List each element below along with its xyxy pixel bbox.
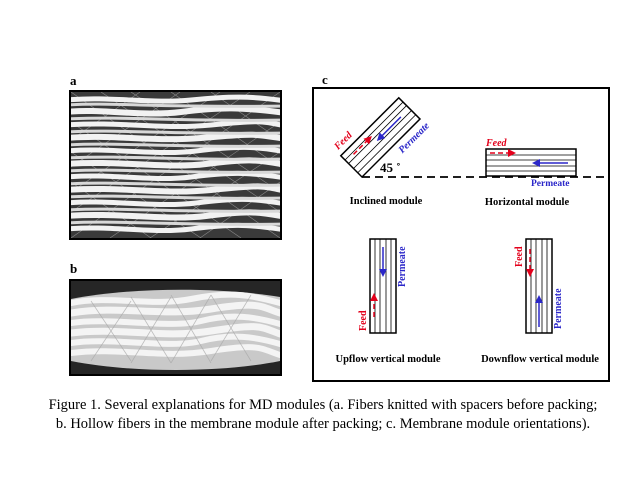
feed-label: Feed <box>358 310 369 331</box>
permeate-label: Permeate <box>397 246 408 287</box>
panel-a-label: a <box>70 73 77 88</box>
panel-a-photo <box>69 90 282 240</box>
panel-c-label: c <box>322 72 328 87</box>
horizontal-module: Feed Permeate <box>485 138 577 189</box>
feed-label: Feed <box>514 246 525 267</box>
downflow-module-title: Downflow vertical module <box>481 354 599 365</box>
packed-fibers-image <box>71 281 280 374</box>
angle-label: 45 ˚ <box>380 160 401 175</box>
downflow-module-body <box>525 238 553 334</box>
upflow-module-title: Upflow vertical module <box>336 354 441 365</box>
module-orientations-diagram: Feed Permeate 45 ˚ Inclined module Feed … <box>332 96 604 365</box>
feed-label: Feed <box>485 138 508 149</box>
caption-line-2: b. Hollow fibers in the membrane module … <box>55 416 591 432</box>
upflow-vertical-module: Feed Permeate <box>358 238 408 334</box>
figure-caption: Figure 1. Several explanations for MD mo… <box>28 396 618 434</box>
feed-arrow <box>352 135 372 155</box>
panel-b-photo <box>69 279 282 376</box>
knitted-fibers-image <box>71 92 280 238</box>
inclined-module-title: Inclined module <box>350 196 423 207</box>
permeate-label: Permeate <box>531 179 570 189</box>
caption-line-1: Figure 1. Several explanations for MD mo… <box>48 397 598 413</box>
downflow-vertical-module: Feed Permeate <box>514 238 564 334</box>
permeate-arrow <box>376 116 402 141</box>
panel-b-label: b <box>70 261 78 276</box>
horizontal-module-title: Horizontal module <box>485 197 570 208</box>
permeate-label: Permeate <box>553 288 564 329</box>
panel-c-frame: Feed Permeate 45 ˚ Inclined module Feed … <box>312 87 610 382</box>
